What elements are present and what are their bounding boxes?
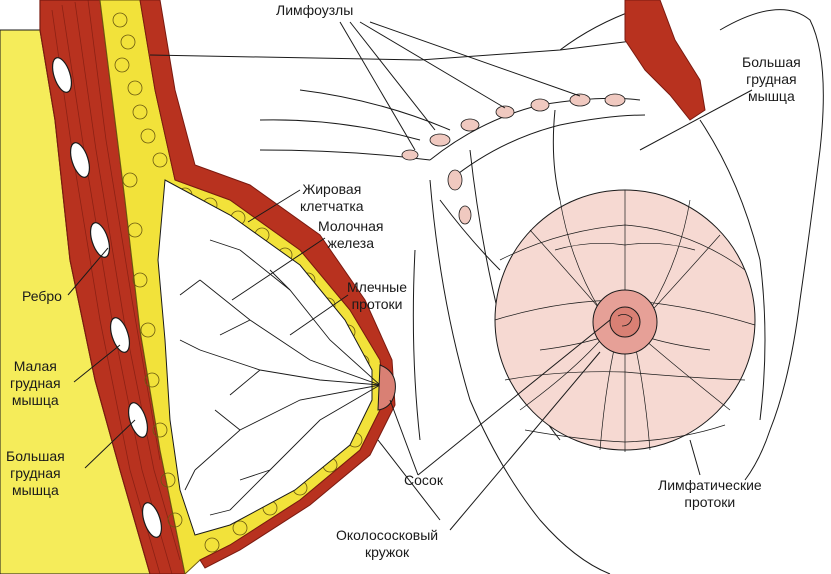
ribs xyxy=(51,57,163,538)
breast-skin xyxy=(139,0,396,569)
cross-section xyxy=(0,0,396,574)
label-line: Большая xyxy=(6,448,65,464)
label-text: Сосок xyxy=(404,472,443,488)
duct-tree xyxy=(179,239,381,516)
label-line: мышца xyxy=(748,88,795,104)
label-line: кружок xyxy=(364,544,410,560)
label-lymph-nodes: Лимфоузлы xyxy=(276,2,353,19)
label-text: Ребро xyxy=(22,288,62,304)
label-lymph-ducts: Лимфатические протоки xyxy=(658,477,762,511)
nipple-section xyxy=(377,364,396,411)
label-line: железа xyxy=(327,235,375,251)
label-line: Жировая xyxy=(302,181,362,197)
label-pec-major-left: Большая грудная мышца xyxy=(6,448,65,499)
label-text: Лимфоузлы xyxy=(276,2,354,18)
label-line: протоки xyxy=(684,494,736,510)
label-line: грудная xyxy=(10,375,61,391)
label-nipple: Сосок xyxy=(404,472,443,489)
nipple xyxy=(609,306,641,338)
leader-lines xyxy=(67,21,753,531)
label-fat-tissue: Жировая клетчатка xyxy=(300,181,364,215)
label-line: протоки xyxy=(351,296,403,312)
label-line: мышца xyxy=(11,392,59,408)
label-line: Лимфатические xyxy=(658,477,762,493)
label-line: Околососковый xyxy=(336,527,439,543)
label-line: Малая xyxy=(13,358,57,374)
label-mammary-gland: Молочная железа xyxy=(318,218,384,252)
lymph-network xyxy=(494,190,756,452)
label-line: грудная xyxy=(746,71,797,87)
label-line: Млечные xyxy=(347,279,408,295)
label-pec-major-right: Большая грудная мышца xyxy=(742,54,801,105)
label-line: Молочная xyxy=(318,218,384,234)
label-milk-ducts: Млечные протоки xyxy=(347,279,407,313)
gland-interior xyxy=(157,179,373,536)
lymph-nodes xyxy=(401,93,626,225)
label-line: клетчатка xyxy=(300,198,364,214)
label-areola: Околососковый кружок xyxy=(336,527,438,561)
pec-major-muscle xyxy=(624,0,706,121)
label-line: мышца xyxy=(12,482,59,498)
label-pec-minor: Малая грудная мышца xyxy=(10,358,61,409)
label-line: грудная xyxy=(10,465,61,481)
frontal-view xyxy=(149,0,824,574)
label-line: Большая xyxy=(742,54,801,70)
label-rib: Ребро xyxy=(22,288,62,305)
